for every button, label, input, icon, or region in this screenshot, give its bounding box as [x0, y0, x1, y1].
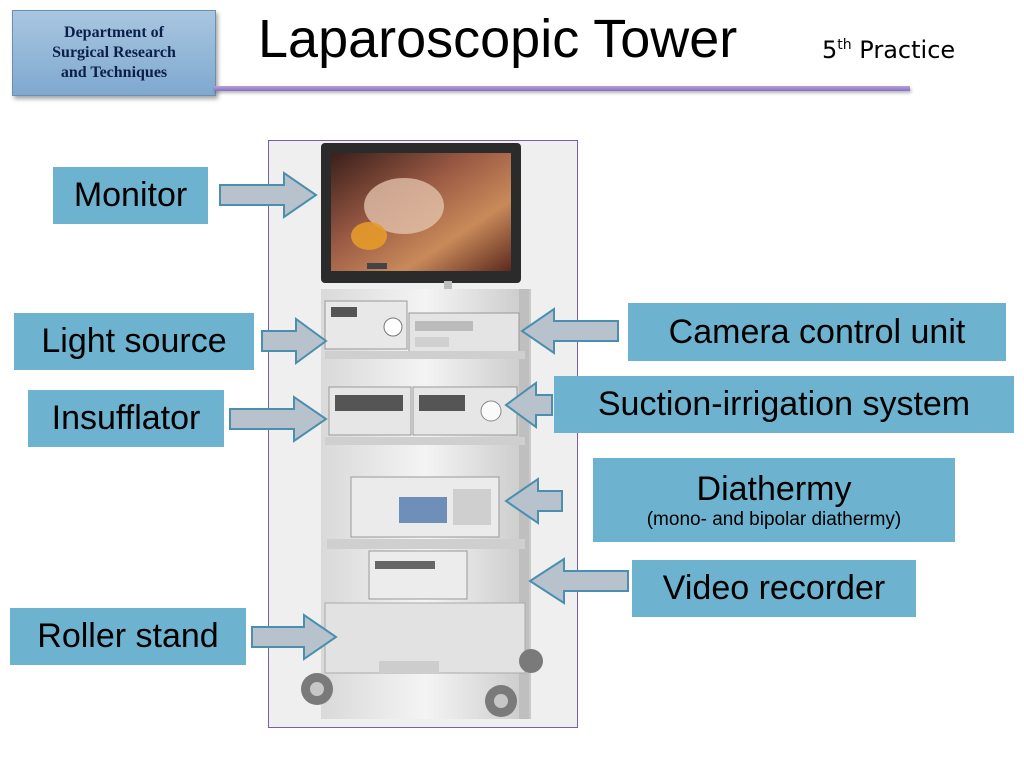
tower-photo [268, 140, 578, 728]
arrow-camera-control-unit [520, 307, 619, 355]
label-suction-irrigation: Suction-irrigation system [554, 376, 1014, 433]
title-rule [214, 86, 910, 91]
arrow-roller-stand [251, 613, 338, 661]
label-video-recorder: Video recorder [632, 560, 916, 617]
label-diathermy-subtext: (mono- and bipolar diathermy) [646, 508, 902, 530]
practice-text: Practice [859, 36, 956, 64]
insufflator-device [328, 386, 412, 436]
label-diathermy-text: Diathermy [696, 469, 852, 508]
department-line-1: Department of [64, 24, 164, 41]
practice-number: 5 [822, 36, 838, 64]
arrow-monitor [219, 171, 318, 219]
arrow-insufflator [229, 395, 328, 443]
roller-stand-base [301, 602, 543, 717]
label-camera-control-unit: Camera control unit [628, 303, 1006, 361]
arrow-diathermy [504, 477, 563, 525]
label-video-recorder-text: Video recorder [662, 569, 886, 607]
label-light-source: Light source [14, 313, 254, 370]
department-badge: Department of Surgical Research and Tech… [12, 10, 216, 96]
diathermy-device [350, 476, 500, 538]
department-line-2: Surgical Research [52, 44, 176, 61]
tower-illustration [301, 143, 543, 719]
label-roller-stand-text: Roller stand [37, 617, 219, 655]
slide-title: Laparoscopic Tower [258, 9, 738, 69]
label-diathermy: Diathermy (mono- and bipolar diathermy) [593, 458, 955, 542]
video-recorder-device [368, 550, 468, 600]
label-monitor: Monitor [53, 167, 208, 224]
camera-control-unit-device [408, 312, 520, 358]
practice-suffix: th [837, 37, 852, 53]
label-light-source-text: Light source [41, 322, 227, 360]
monitor-device [321, 143, 521, 291]
label-roller-stand: Roller stand [10, 608, 246, 665]
light-source-unit [324, 300, 408, 350]
arrow-video-recorder [528, 557, 629, 605]
practice-label: 5th Practice [822, 36, 955, 64]
label-insufflator-text: Insufflator [51, 399, 201, 437]
label-insufflator: Insufflator [28, 390, 224, 447]
department-line-3: and Techniques [60, 64, 168, 81]
arrow-suction-irrigation [504, 381, 553, 429]
label-monitor-text: Monitor [73, 176, 188, 214]
label-camera-control-unit-text: Camera control unit [668, 312, 966, 351]
label-suction-irrigation-text: Suction-irrigation system [597, 385, 971, 423]
arrow-light-source [261, 317, 328, 365]
